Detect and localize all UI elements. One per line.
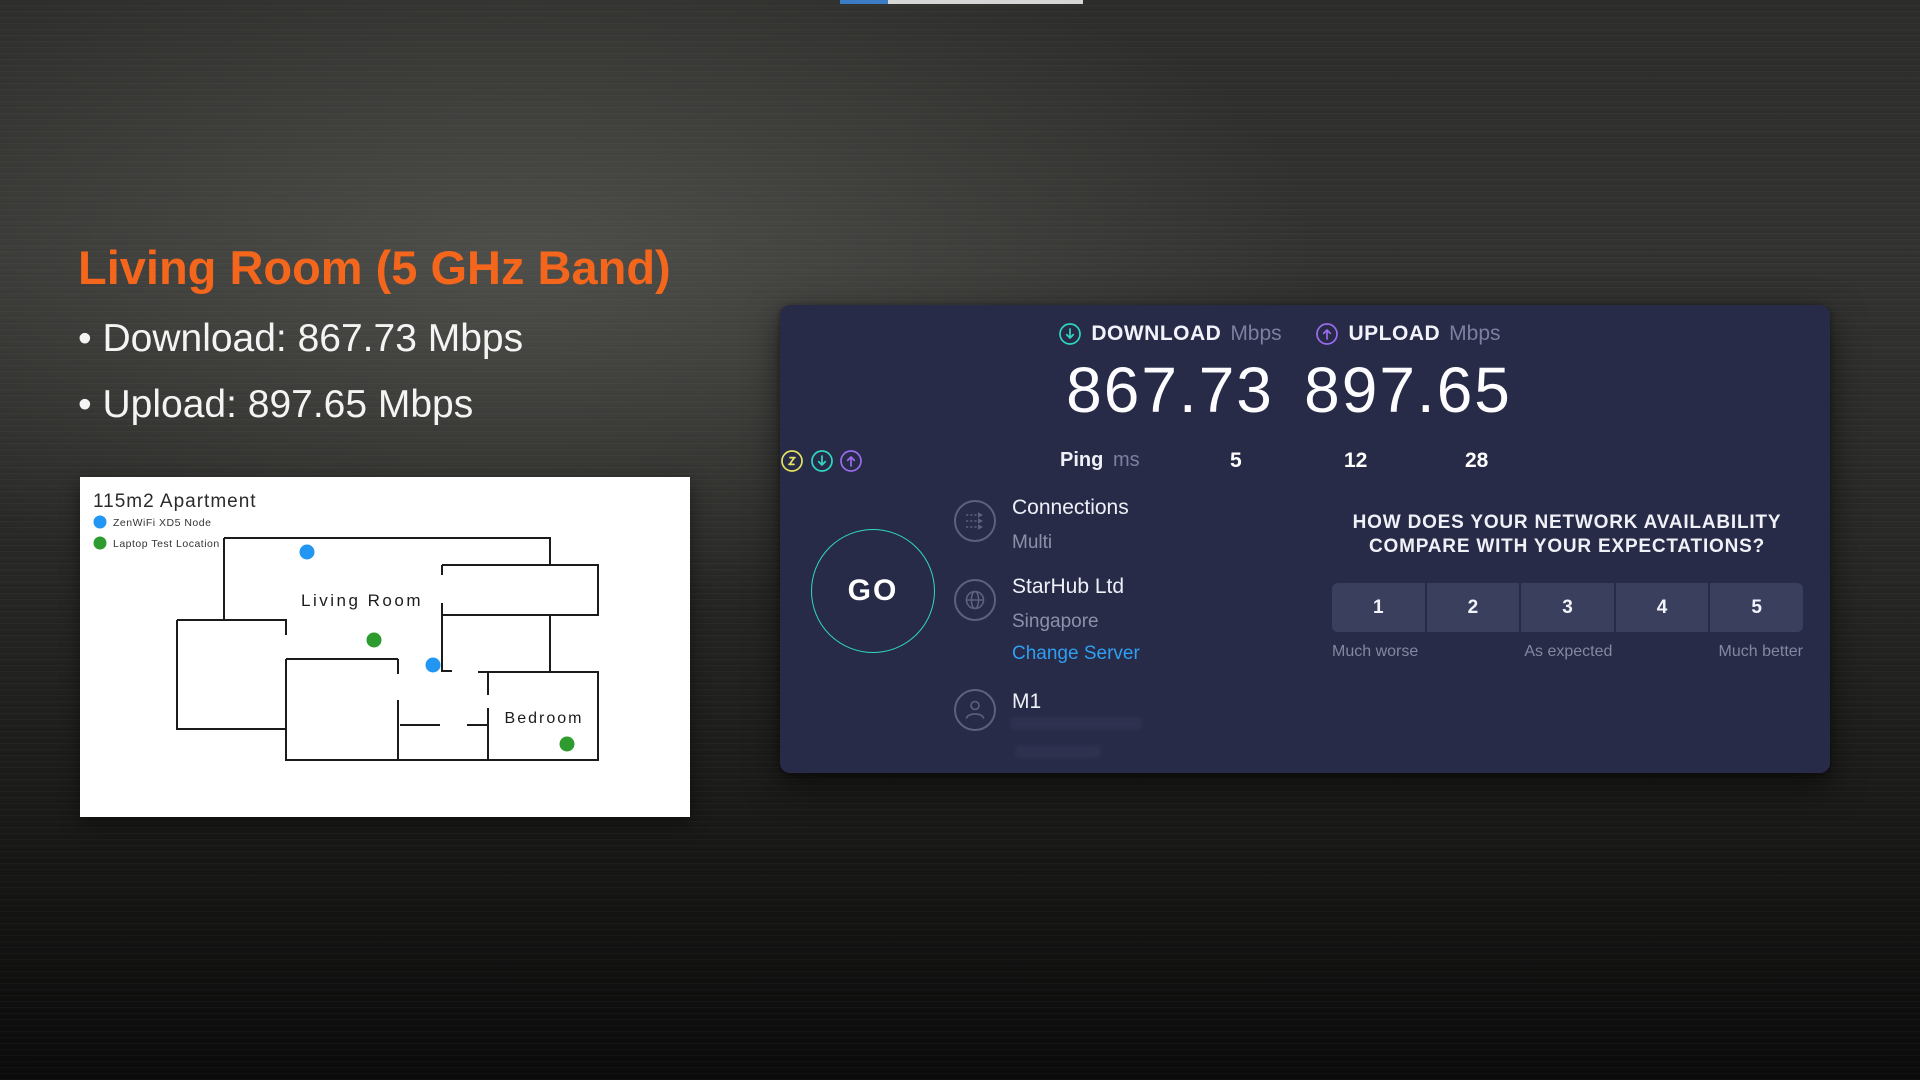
upload-label: UPLOAD bbox=[1348, 322, 1441, 345]
rating-button-2[interactable]: 2 bbox=[1426, 583, 1520, 632]
rating-scale-labels: Much worse As expected Much better bbox=[1332, 643, 1803, 661]
ping-row: Ping ms 5 12 28 bbox=[780, 449, 1830, 477]
rating-bar: 1 2 3 4 5 bbox=[1332, 583, 1803, 632]
user-icon bbox=[954, 689, 996, 731]
upload-arrow-icon bbox=[1316, 323, 1339, 345]
connections-label: Connections bbox=[1012, 496, 1129, 519]
test-dot-living-room bbox=[366, 632, 382, 648]
download-arrow-icon bbox=[1059, 323, 1082, 345]
upload-metric: UPLOAD Mbps 897.65 bbox=[1258, 321, 1558, 427]
ping-download-value: 12 bbox=[1344, 449, 1368, 472]
ping-unit: ms bbox=[1113, 449, 1140, 471]
scale-label-expected: As expected bbox=[1524, 643, 1613, 660]
video-progress-bar[interactable] bbox=[840, 0, 1083, 4]
rating-button-4[interactable]: 4 bbox=[1615, 583, 1709, 632]
ping-label: Ping bbox=[1060, 449, 1104, 471]
connections-value: Multi bbox=[1012, 532, 1053, 553]
ping-upload-value: 28 bbox=[1465, 449, 1489, 472]
connections-icon bbox=[954, 500, 996, 542]
floor-plan-title: 115m2 Apartment bbox=[93, 491, 257, 512]
isp-name: M1 bbox=[1012, 690, 1042, 713]
floor-plan-walls bbox=[176, 537, 599, 761]
upload-unit: Mbps bbox=[1449, 322, 1501, 345]
speedtest-panel: DOWNLOAD Mbps 867.73 UPLOAD Mbps 897.65 … bbox=[780, 305, 1830, 773]
legend-node-label: ZenWiFi XD5 Node bbox=[113, 517, 211, 529]
rating-button-1[interactable]: 1 bbox=[1332, 583, 1425, 632]
node-dot-living-room bbox=[299, 544, 315, 560]
bullet-download: • Download: 867.73 Mbps bbox=[78, 317, 524, 360]
legend-node-dot bbox=[93, 515, 107, 529]
change-server-link[interactable]: Change Server bbox=[1012, 643, 1140, 664]
server-name: StarHub Ltd bbox=[1012, 575, 1125, 598]
ping-idle-value: 5 bbox=[1230, 449, 1242, 472]
node-dot-hallway bbox=[425, 657, 441, 673]
page-title: Living Room (5 GHz Band) bbox=[78, 241, 671, 294]
legend-test-label: Laptop Test Location bbox=[113, 538, 220, 550]
survey-heading-line1: HOW DOES YOUR NETWORK AVAILABILITY bbox=[1352, 512, 1782, 533]
scale-label-worse: Much worse bbox=[1332, 643, 1419, 660]
rating-button-3[interactable]: 3 bbox=[1521, 583, 1614, 632]
survey-heading: HOW DOES YOUR NETWORK AVAILABILITY COMPA… bbox=[1317, 511, 1817, 559]
slide-bullet-list: • Download: 867.73 Mbps • Upload: 897.65… bbox=[78, 306, 523, 438]
test-dot-bedroom bbox=[559, 736, 575, 752]
progress-buffered bbox=[888, 0, 1083, 4]
redacted-ip-line bbox=[1010, 717, 1142, 730]
legend-test-dot bbox=[93, 536, 107, 550]
redacted-ip-line bbox=[1015, 745, 1101, 758]
room-label-bedroom: Bedroom bbox=[505, 710, 584, 727]
room-label-living-room: Living Room bbox=[301, 591, 423, 610]
bullet-upload: • Upload: 897.65 Mbps bbox=[78, 383, 474, 426]
globe-icon bbox=[954, 579, 996, 621]
download-unit: Mbps bbox=[1230, 322, 1282, 345]
ping-idle-icon bbox=[781, 450, 803, 472]
upload-value: 897.65 bbox=[1304, 354, 1512, 426]
ping-download-icon bbox=[810, 450, 833, 472]
download-value: 867.73 bbox=[1066, 354, 1274, 426]
floor-plan-image: 115m2 Apartment ZenWiFi XD5 Node Laptop … bbox=[80, 477, 690, 817]
rating-button-5[interactable]: 5 bbox=[1710, 583, 1803, 632]
server-location: Singapore bbox=[1012, 611, 1099, 632]
go-button[interactable]: GO bbox=[811, 529, 935, 653]
progress-played bbox=[840, 0, 888, 4]
scale-label-better: Much better bbox=[1718, 643, 1803, 660]
ping-upload-icon bbox=[840, 450, 862, 472]
survey-heading-line2: COMPARE WITH YOUR EXPECTATIONS? bbox=[1368, 536, 1765, 557]
download-label: DOWNLOAD bbox=[1091, 322, 1222, 345]
download-metric: DOWNLOAD Mbps 867.73 bbox=[980, 321, 1360, 427]
